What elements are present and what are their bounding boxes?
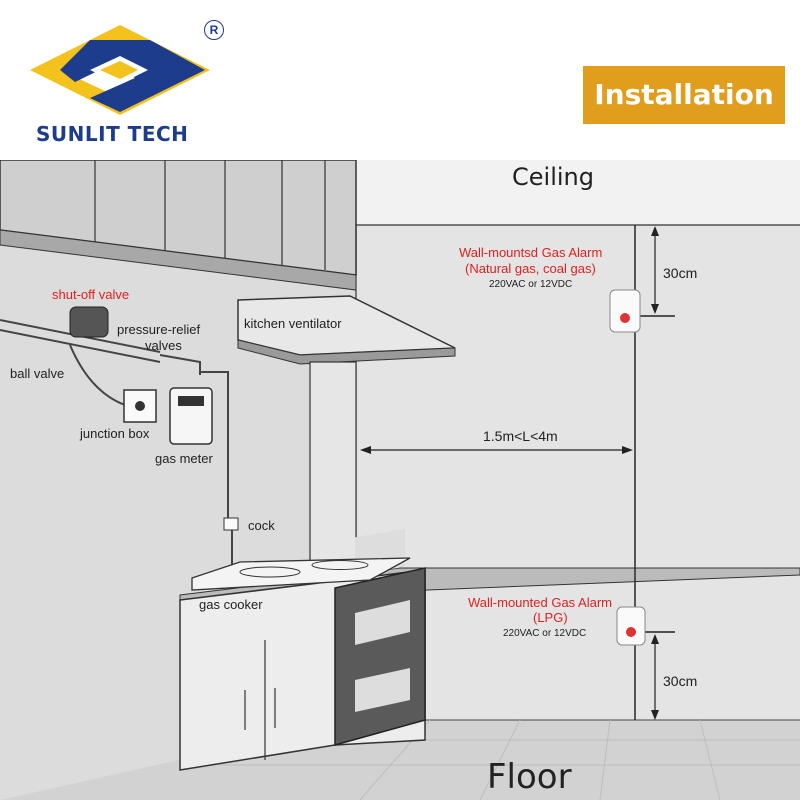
brand-name: SUNLIT TECH <box>36 122 189 146</box>
gas-meter-label: gas meter <box>155 451 213 466</box>
top-alarm-power: 220VAC or 12VDC <box>489 279 573 290</box>
top-alarm-title: Wall-mountsd Gas Alarm <box>459 245 603 260</box>
bottom-alarm-power: 220VAC or 12VDC <box>503 628 587 639</box>
distance-label: 1.5m<L<4m <box>483 428 558 444</box>
bottom-distance-label: 30cm <box>663 673 698 689</box>
pressure-relief-label-2: valves <box>145 338 182 353</box>
ceiling-label: Ceiling <box>512 163 594 191</box>
installation-badge: Installation <box>583 66 785 124</box>
top-distance-label: 30cm <box>663 265 698 281</box>
kitchen-scene <box>0 160 800 800</box>
shutoff-valve-label: shut-off valve <box>52 287 130 302</box>
junction-box-label: junction box <box>80 426 150 441</box>
bottom-alarm-subtitle: (LPG) <box>533 610 568 625</box>
pressure-relief-label: pressure-relief <box>117 322 201 337</box>
registered-mark: R <box>204 20 224 40</box>
floor-label: Floor <box>487 757 572 797</box>
gas-cooker-label: gas cooker <box>199 597 263 612</box>
sunlit-tech-logo-icon <box>30 25 210 115</box>
cock-label: cock <box>248 518 275 533</box>
ball-valve-label: ball valve <box>10 366 65 381</box>
header: R SUNLIT TECH Installation <box>0 0 800 160</box>
top-alarm-subtitle: (Natural gas, coal gas) <box>465 261 596 276</box>
kitchen-ventilator-label: kitchen ventilator <box>244 316 342 331</box>
bottom-alarm-title: Wall-mounted Gas Alarm <box>468 595 613 610</box>
